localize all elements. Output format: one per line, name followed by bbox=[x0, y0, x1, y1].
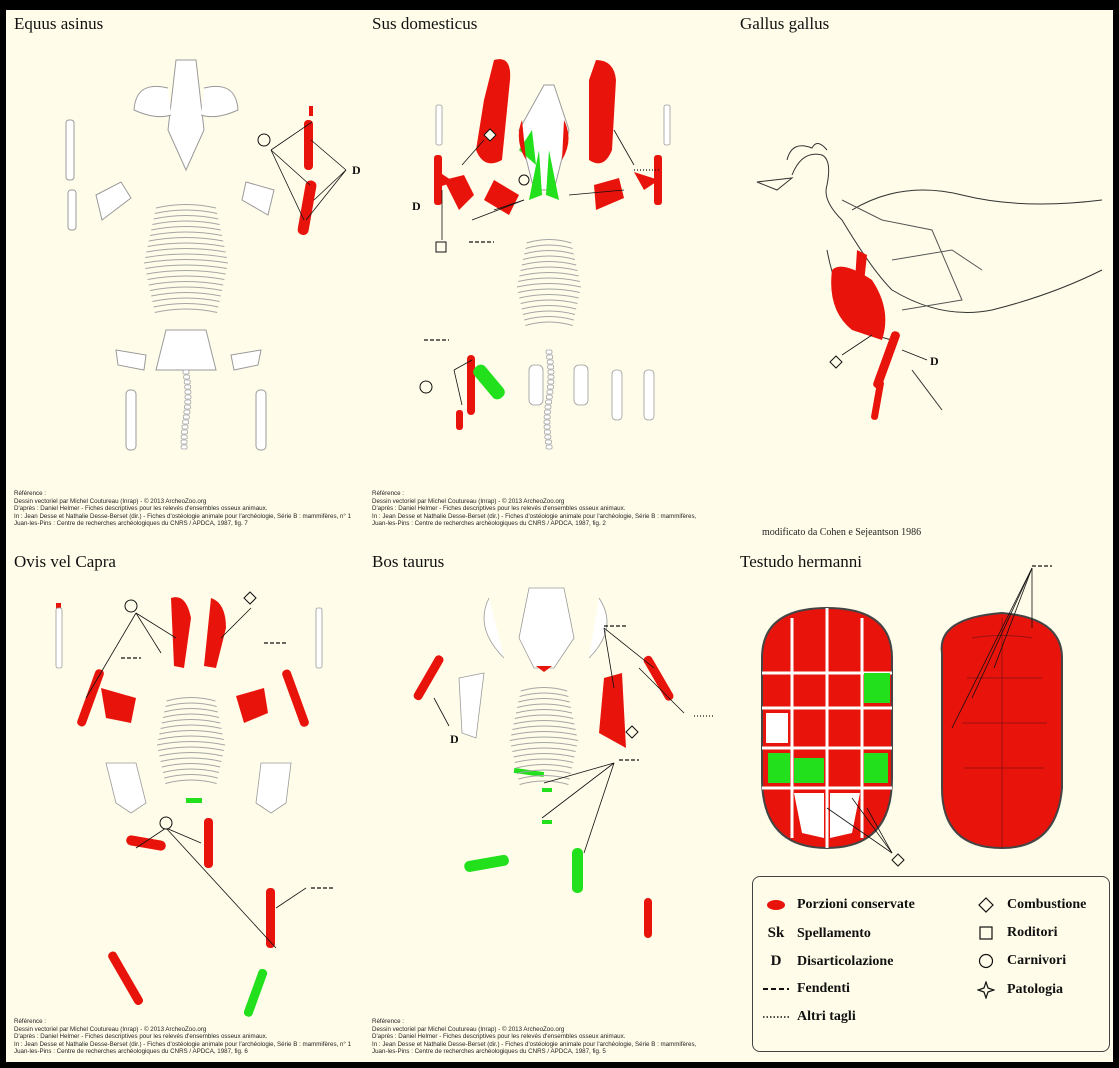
reference-text: Référence : Dessin vectoriel par Michel … bbox=[14, 1018, 351, 1056]
bos-skeleton-drawing: D bbox=[364, 548, 732, 1062]
four-point-star-icon bbox=[971, 981, 1001, 999]
red-ellipse-icon bbox=[761, 899, 791, 911]
legend-item-rodents: Roditori bbox=[971, 925, 1058, 941]
testudo-shell-drawing bbox=[732, 548, 1113, 878]
legend-item-pathology: Patologia bbox=[971, 981, 1063, 999]
square-icon bbox=[971, 926, 1001, 940]
disarticulation-label: D bbox=[412, 199, 421, 213]
figure-canvas: D Equus asinus Référence : Dessin vector… bbox=[6, 10, 1113, 1062]
sus-skeleton-drawing: D bbox=[364, 10, 732, 537]
panel-title: Ovis vel Capra bbox=[14, 552, 116, 572]
legend-item-preserved: Porzioni conservate bbox=[761, 897, 915, 913]
legend-item-burning: Combustione bbox=[971, 897, 1086, 913]
d-icon: D bbox=[761, 953, 791, 970]
panel-ovis-vel-capra: Ovis vel Capra Référence : Dessin vector… bbox=[6, 548, 364, 1062]
sk-icon: Sk bbox=[761, 925, 791, 942]
panel-equus-asinus: D Equus asinus Référence : Dessin vector… bbox=[6, 10, 364, 537]
legend-item-chops: Fendenti bbox=[761, 981, 850, 997]
panel-title: Bos taurus bbox=[372, 552, 444, 572]
reference-text: Référence : Dessin vectoriel par Michel … bbox=[14, 490, 351, 528]
panel-title: Testudo hermanni bbox=[740, 552, 862, 572]
dotted-line-icon bbox=[761, 1014, 791, 1020]
legend-box: Porzioni conservate Sk Spellamento D Dis… bbox=[752, 876, 1110, 1052]
equus-skeleton-drawing: D bbox=[6, 10, 364, 537]
diamond-icon bbox=[971, 897, 1001, 913]
dashed-line-icon bbox=[761, 986, 791, 992]
panel-title: Gallus gallus bbox=[740, 14, 829, 34]
panel-gallus-gallus: D Gallus gallus modificato da Cohen e Se… bbox=[732, 10, 1113, 537]
legend-item-disarticulation: D Disarticolazione bbox=[761, 953, 893, 970]
disarticulation-label: D bbox=[930, 354, 939, 368]
panel-title: Sus domesticus bbox=[372, 14, 477, 34]
reference-text: Référence : Dessin vectoriel par Michel … bbox=[372, 490, 696, 528]
panel-sus-domesticus: D Sus domesticus Référence : Dessin vect… bbox=[364, 10, 732, 537]
source-credit: modificato da Cohen e Sejeantson 1986 bbox=[762, 527, 921, 537]
panel-title: Equus asinus bbox=[14, 14, 103, 34]
legend-item-carnivores: Carnivori bbox=[971, 953, 1066, 969]
legend-item-skinning: Sk Spellamento bbox=[761, 925, 871, 942]
legend-item-other-cuts: Altri tagli bbox=[761, 1009, 856, 1025]
carnivore-circle-icon bbox=[258, 134, 270, 146]
disarticulation-label: D bbox=[450, 732, 459, 746]
panel-bos-taurus: D Bos taurus Référence : Dessin vectorie… bbox=[364, 548, 732, 1062]
circle-icon bbox=[971, 953, 1001, 969]
gallus-skeleton-drawing: D bbox=[732, 10, 1113, 537]
disarticulation-label: D bbox=[352, 163, 361, 177]
ovis-skeleton-drawing bbox=[6, 548, 364, 1062]
panel-testudo-hermanni: Testudo hermanni bbox=[732, 548, 1113, 878]
reference-text: Référence : Dessin vectoriel par Michel … bbox=[372, 1018, 696, 1056]
